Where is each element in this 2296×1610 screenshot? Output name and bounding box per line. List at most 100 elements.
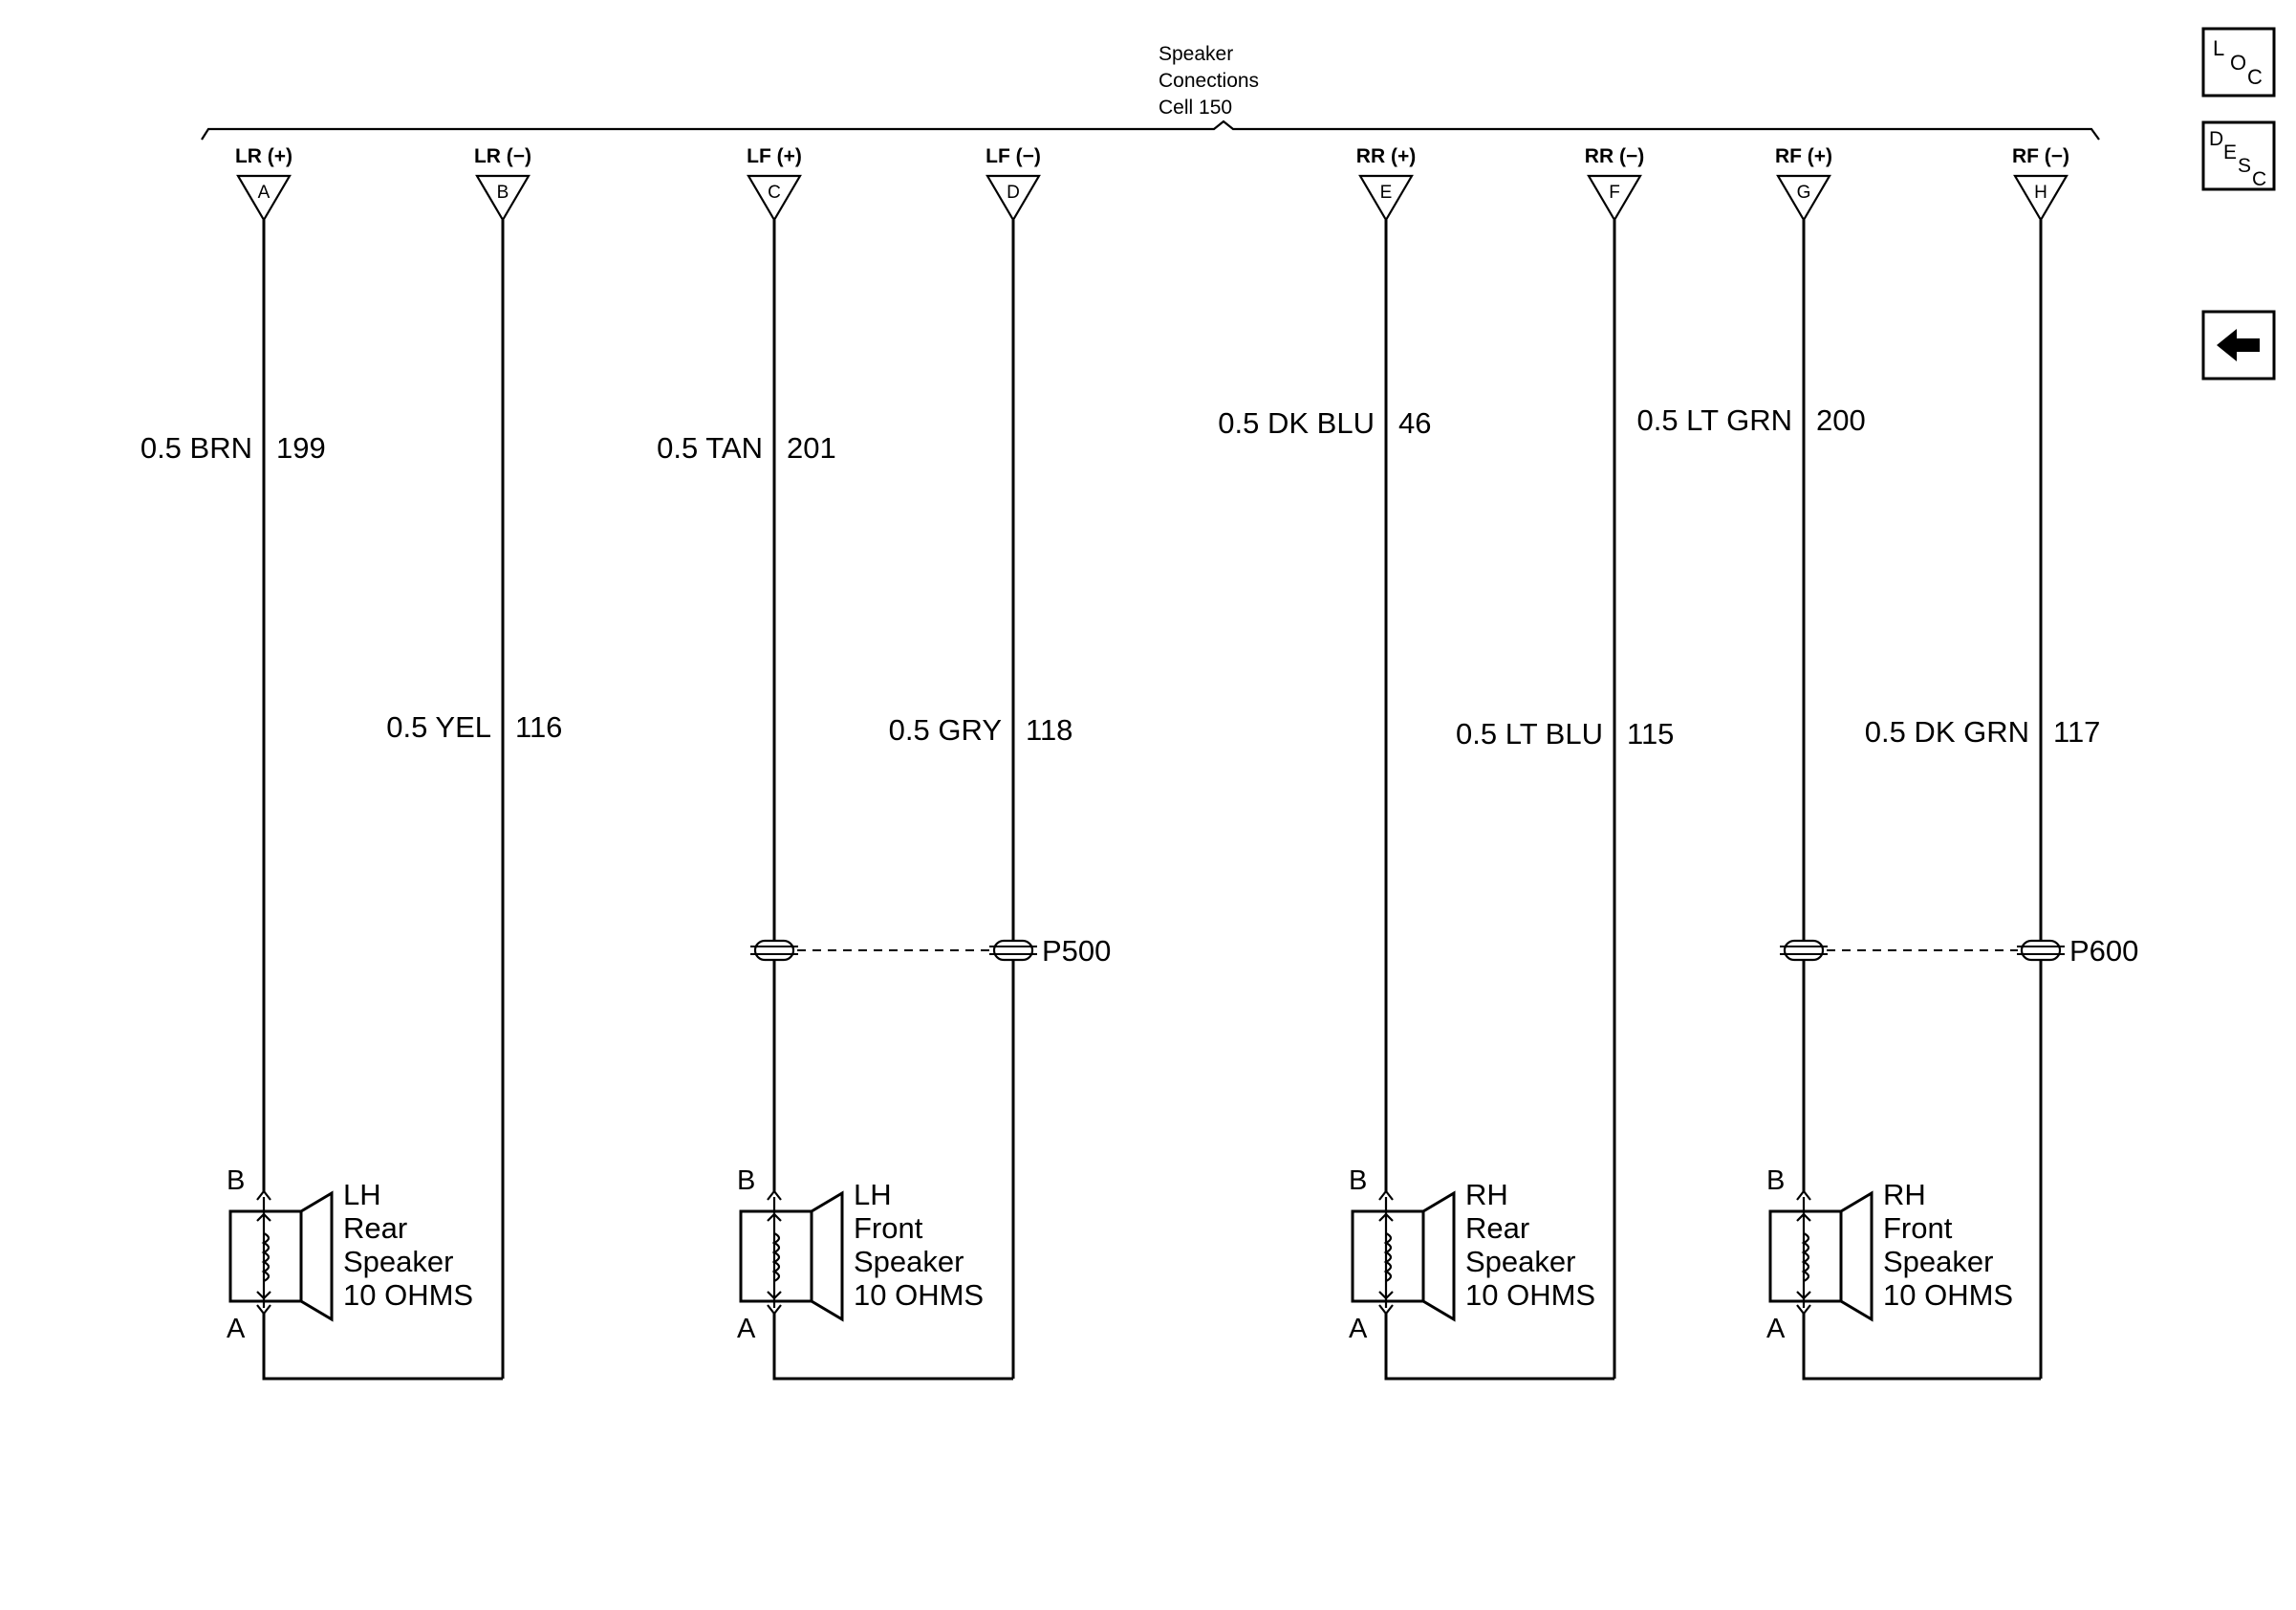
speaker-lh-front-terminal-b: B: [737, 1165, 755, 1196]
pin-letter-e: E: [1380, 183, 1393, 203]
speaker-lh-front-line-4: 10 OHMS: [854, 1278, 984, 1312]
speaker-rh-front-line-4: 10 OHMS: [1883, 1278, 2013, 1312]
wire-b-color: 0.5 YEL: [386, 710, 491, 744]
speaker-rh-rear: B A RH Rear Speaker 10 OHMS: [1349, 1165, 1595, 1344]
speaker-icon: [228, 1189, 334, 1322]
splice-p500-left-symbol: [750, 939, 798, 962]
speaker-rh-rear-terminal-b: B: [1349, 1165, 1367, 1196]
speaker-lh-front-line-1: LH: [854, 1178, 892, 1211]
pin-label-b: LR (−): [474, 145, 531, 167]
pin-g-triangle: [1776, 174, 1831, 223]
speaker-lh-front-terminal-a: A: [737, 1314, 756, 1344]
pin-e-triangle: [1358, 174, 1414, 223]
speaker-rh-front-terminal-a: A: [1766, 1314, 1786, 1344]
back-button[interactable]: [2201, 310, 2276, 381]
desc-letter-s: S: [2238, 155, 2251, 177]
wire-a-circuit: 199: [276, 431, 326, 465]
desc-letter-e: E: [2223, 141, 2237, 163]
left-arrow-icon: [2217, 329, 2260, 361]
pin-b: LR (−) B: [474, 145, 531, 223]
pin-label-h: RF (−): [2012, 145, 2069, 167]
pin-letter-a: A: [258, 183, 271, 203]
header-line-2: Conections: [1159, 70, 1259, 92]
speaker-rh-rear-terminal-a: A: [1349, 1314, 1368, 1344]
pin-c-triangle: [747, 174, 802, 223]
speaker-lh-rear-terminal-b: B: [227, 1165, 245, 1196]
speaker-rh-front-line-2: Front: [1883, 1211, 1953, 1245]
speaker-rh-front-line-1: RH: [1883, 1178, 1926, 1211]
pin-letter-c: C: [768, 183, 781, 203]
speaker-lh-front-line-3: Speaker: [854, 1245, 964, 1278]
wire-c-color: 0.5 TAN: [657, 431, 763, 465]
pin-letter-g: G: [1797, 183, 1811, 203]
speaker-icon: [1768, 1189, 1874, 1322]
pin-e: RR (+) E: [1356, 145, 1416, 223]
splice-p600-label: P600: [2069, 934, 2138, 968]
pin-letter-d: D: [1007, 183, 1020, 203]
return-wire-rh-rear: [1384, 1314, 1614, 1381]
splice-p500-label: P500: [1042, 934, 1111, 968]
pin-f-triangle: [1587, 174, 1642, 223]
wires: 0.5 BRN 199 0.5 YEL 116 0.5 TAN 201 0.5 …: [141, 220, 2100, 1381]
splice-p600: P600: [1780, 934, 2138, 968]
speaker-rh-front: B A RH Front Speaker 10 OHMS: [1766, 1165, 2013, 1344]
wire-g-color: 0.5 LT GRN: [1636, 403, 1792, 437]
speaker-lh-rear-line-3: Speaker: [343, 1245, 453, 1278]
speaker-lh-rear-line-2: Rear: [343, 1211, 407, 1245]
pin-a-triangle: [236, 174, 292, 223]
speakers: B A LH Rear Speaker 10 OHMS B A LH Front: [227, 1165, 2013, 1344]
return-wire-lh-front: [772, 1314, 1013, 1381]
pin-d: LF (−) D: [986, 145, 1041, 223]
speaker-icon: [739, 1189, 844, 1322]
speaker-lh-rear-line-1: LH: [343, 1178, 381, 1211]
wire-h-circuit: 117: [2053, 715, 2100, 749]
wire-e-circuit: 46: [1398, 406, 1431, 440]
speaker-lh-front: B A LH Front Speaker 10 OHMS: [737, 1165, 984, 1344]
splice-p500-right-symbol: [989, 939, 1037, 962]
connector-pins: LR (+) A LR (−) B LF (+) C LF (−) D RR (…: [235, 145, 2069, 223]
pin-label-f: RR (−): [1585, 145, 1644, 167]
wire-f-circuit: 115: [1627, 717, 1674, 751]
wire-f-color: 0.5 LT BLU: [1456, 717, 1603, 751]
header-line-1: Speaker: [1159, 43, 1233, 65]
pin-h: RF (−) H: [2012, 145, 2069, 223]
speaker-rh-front-line-3: Speaker: [1883, 1245, 1993, 1278]
speaker-lh-front-line-2: Front: [854, 1211, 923, 1245]
desc-letter-d: D: [2209, 128, 2223, 150]
return-wire-rh-front: [1802, 1314, 2041, 1381]
wire-b-circuit: 116: [515, 710, 562, 744]
splice-p600-right-symbol: [2017, 939, 2065, 962]
wire-h-color: 0.5 DK GRN: [1865, 715, 2029, 749]
loc-letter-o: O: [2230, 51, 2246, 75]
desc-letter-c: C: [2252, 168, 2266, 190]
speaker-rh-front-terminal-b: B: [1766, 1165, 1785, 1196]
loc-letter-l: L: [2213, 36, 2224, 60]
speaker-rh-rear-line-2: Rear: [1465, 1211, 1529, 1245]
desc-button[interactable]: D E S C: [2201, 120, 2276, 191]
pin-letter-h: H: [2034, 183, 2047, 203]
return-wire-lh-rear: [262, 1314, 503, 1381]
pin-label-d: LF (−): [986, 145, 1041, 167]
loc-letter-c: C: [2247, 65, 2263, 89]
wire-d-circuit: 118: [1026, 713, 1072, 747]
connector-header: Speaker Conections Cell 150: [201, 43, 2100, 141]
speaker-lh-rear: B A LH Rear Speaker 10 OHMS: [227, 1165, 473, 1344]
speaker-rh-rear-line-1: RH: [1465, 1178, 1508, 1211]
pin-b-triangle: [475, 174, 531, 223]
pin-letter-f: F: [1609, 183, 1620, 203]
speaker-lh-rear-terminal-a: A: [227, 1314, 246, 1344]
wire-d-color: 0.5 GRY: [889, 713, 1002, 747]
wire-g-circuit: 200: [1816, 403, 1866, 437]
loc-button[interactable]: L O C: [2201, 27, 2276, 98]
connector-brace: [201, 120, 2100, 141]
wire-a-color: 0.5 BRN: [141, 431, 252, 465]
header-line-3: Cell 150: [1159, 97, 1232, 119]
pin-f: RR (−) F: [1585, 145, 1644, 223]
pin-a: LR (+) A: [235, 145, 292, 223]
pin-c: LF (+) C: [747, 145, 802, 223]
pin-label-a: LR (+): [235, 145, 292, 167]
pin-label-c: LF (+): [747, 145, 802, 167]
wire-e-color: 0.5 DK BLU: [1218, 406, 1375, 440]
pin-g: RF (+) G: [1775, 145, 1832, 223]
